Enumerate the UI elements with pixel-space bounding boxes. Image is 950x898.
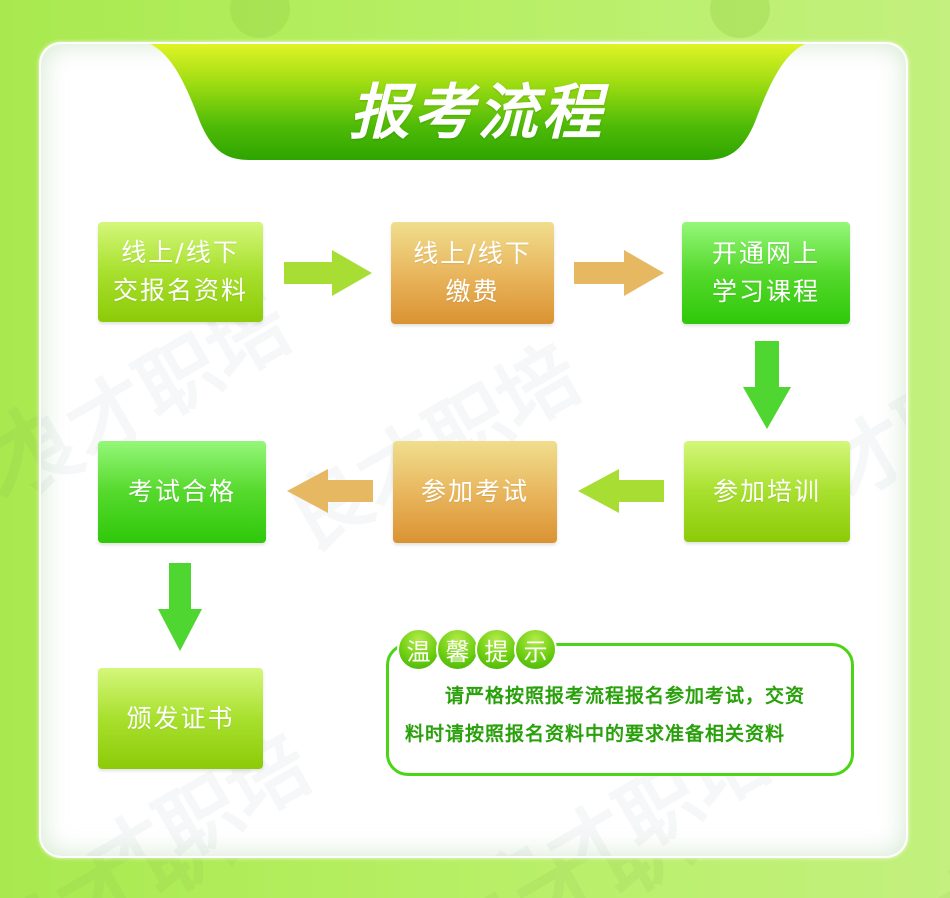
step-label: 线上/线下 交报名资料: [112, 238, 248, 305]
step-label: 参加培训: [712, 476, 821, 506]
notice-badges: 温 馨 提 示: [397, 628, 557, 671]
step-submit-materials: 线上/线下 交报名资料: [98, 222, 263, 322]
step-label: 考试合格: [127, 477, 236, 506]
step-open-online-course: 开通网上 学习课程: [682, 222, 850, 324]
notice-line-2: 料时请按照报名资料中的要求准备相关资料: [405, 723, 786, 745]
arrow-left-icon: [578, 469, 664, 513]
step-label: 线上/线下 缴费: [413, 239, 532, 306]
page-title: 报考流程: [349, 78, 606, 148]
notice-text: 请严格按照报考流程报名参加考试，交资 料时请按照报名资料中的要求准备相关资料: [405, 677, 860, 753]
step-attend-training: 参加培训: [684, 441, 850, 542]
arrow-right-icon: [574, 250, 664, 296]
leaf-logo-icon: [230, 0, 290, 38]
notice-badge: 示: [514, 628, 557, 671]
arrow-down-icon: [158, 563, 202, 651]
step-label: 开通网上 学习课程: [711, 239, 820, 306]
notice-line-1: 请严格按照报考流程报名参加考试，交资: [445, 685, 806, 707]
step-pass-exam: 考试合格: [98, 441, 266, 543]
step-label: 参加考试: [420, 477, 529, 506]
notice-badge: 馨: [436, 628, 479, 671]
arrow-left-icon: [287, 469, 373, 513]
arrow-right-icon: [284, 250, 372, 296]
notice-badge: 提: [475, 628, 518, 671]
leaf-logo-icon: [710, 0, 770, 38]
notice-box: [386, 643, 854, 776]
step-take-exam: 参加考试: [393, 441, 557, 543]
step-pay-fee: 线上/线下 缴费: [391, 222, 554, 324]
step-issue-certificate: 颁发证书: [98, 668, 263, 769]
arrow-down-icon: [743, 341, 791, 429]
notice-badge: 温: [397, 628, 440, 671]
title-banner: 报考流程: [145, 42, 810, 162]
step-label: 颁发证书: [126, 703, 235, 733]
